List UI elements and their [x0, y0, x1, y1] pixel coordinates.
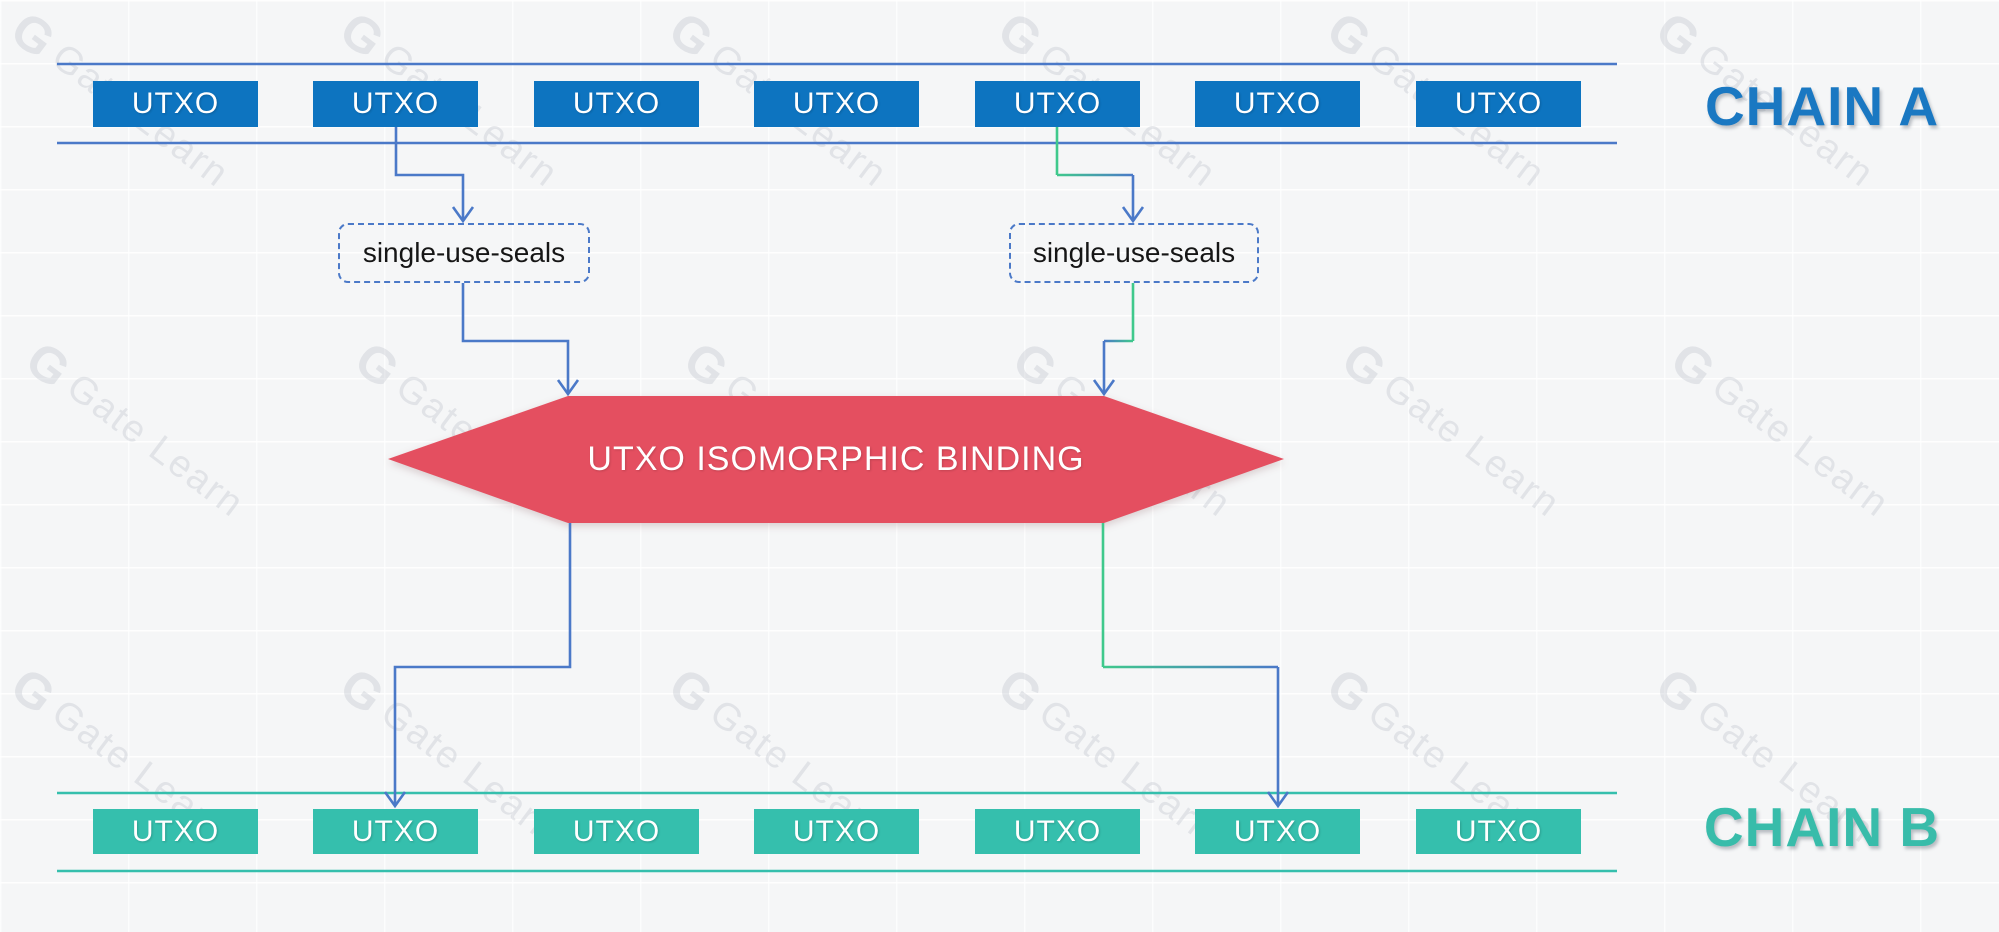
utxo-box-chain-b: UTXO: [534, 809, 699, 854]
arrowhead-right-seal: [1121, 206, 1145, 224]
utxo-box-chain-a: UTXO: [93, 81, 258, 127]
arrowhead-utxo-b2: [383, 791, 407, 809]
utxo-box-chain-a: UTXO: [534, 81, 699, 127]
utxo-box-chain-a: UTXO: [754, 81, 919, 127]
arrowhead-utxo-b6: [1266, 791, 1290, 809]
arrowhead-left-seal: [451, 206, 475, 224]
single-use-seals-box-left: single-use-seals: [338, 223, 590, 283]
utxo-box-chain-b: UTXO: [754, 809, 919, 854]
binding-hexagon: [388, 396, 1284, 523]
single-use-seals-box-right: single-use-seals: [1009, 223, 1259, 283]
chain-a-title: CHAIN A: [1704, 75, 1940, 137]
utxo-box-chain-b: UTXO: [93, 809, 258, 854]
arrowhead-binding-right: [1092, 379, 1116, 397]
utxo-box-chain-a: UTXO: [313, 81, 478, 127]
utxo-box-chain-b: UTXO: [1195, 809, 1360, 854]
utxo-box-chain-b: UTXO: [313, 809, 478, 854]
chain-b-title: CHAIN B: [1703, 796, 1941, 858]
utxo-box-chain-b: UTXO: [975, 809, 1140, 854]
binding-hexagon-label: UTXO ISOMORPHIC BINDING: [587, 440, 1085, 478]
utxo-box-chain-a: UTXO: [975, 81, 1140, 127]
utxo-box-chain-b: UTXO: [1416, 809, 1581, 854]
utxo-box-chain-a: UTXO: [1416, 81, 1581, 127]
utxo-box-chain-a: UTXO: [1195, 81, 1360, 127]
arrowhead-binding-left: [556, 379, 580, 397]
connector-utxo-a2-to-left-seal: [394, 127, 465, 219]
connector-binding-to-utxo-b2: [393, 523, 572, 804]
connector-left-seal-to-binding: [461, 283, 570, 392]
